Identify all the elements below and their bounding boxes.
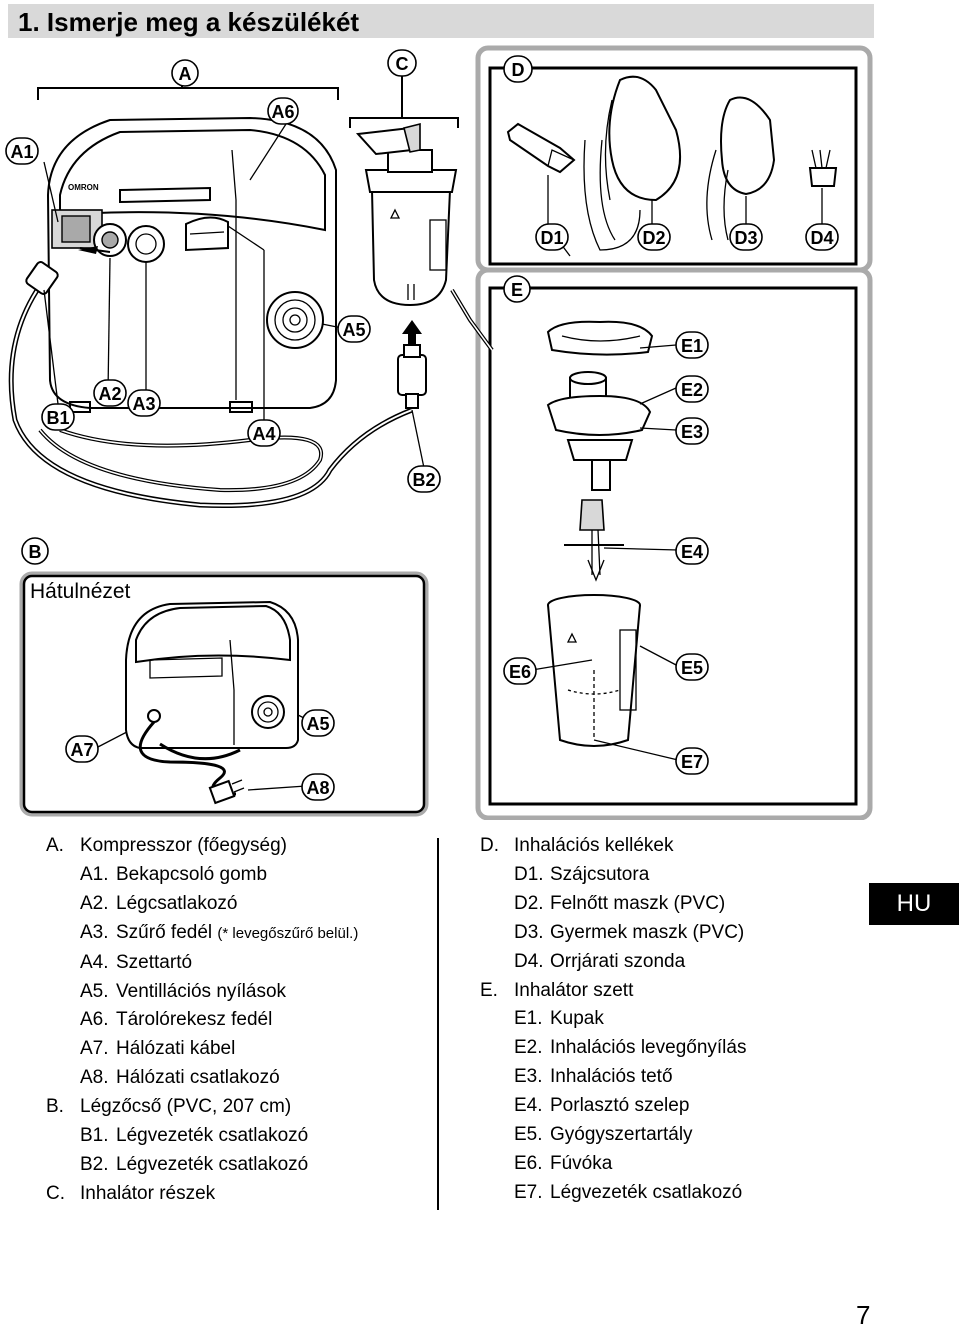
inhaler-assembled: [355, 122, 458, 307]
legend-item: D3.Gyermek maszk (PVC): [514, 921, 745, 943]
callout-a4: A4: [252, 424, 275, 444]
backview-frame-outer: [19, 571, 429, 817]
legend-item: A1.Bekapcsoló gomb: [80, 863, 268, 885]
callout-a7: A7: [70, 740, 93, 760]
legend-item: A6.Tárolórekesz fedél: [80, 1009, 273, 1031]
legend-item: A3.Szűrő fedél (* levegőszűrő belül.): [80, 921, 359, 943]
callout-e2: E2: [681, 380, 703, 400]
device-illustration: .ln { fill:none; stroke:#000; stroke-wid…: [5, 45, 873, 820]
callout-d2: D2: [642, 228, 665, 248]
callout-e3: E3: [681, 422, 703, 442]
legend-item: A4.Szettartó: [80, 951, 193, 973]
callout-a6: A6: [271, 102, 294, 122]
legend-item: A2.Légcsatlakozó: [80, 892, 238, 914]
callout-a5: A5: [342, 320, 365, 340]
callout-c: C: [396, 54, 409, 74]
inhaler-kit-frame: [488, 286, 858, 806]
legend-item: E3.Inhalációs tető: [514, 1066, 673, 1088]
callout-a2: A2: [98, 384, 121, 404]
legend-item: E4.Porlasztó szelep: [514, 1095, 690, 1117]
brand-label: OMRON: [68, 183, 99, 192]
callout-e5: E5: [681, 658, 703, 678]
callout-a3: A3: [132, 394, 155, 414]
legend-item: B.Légzőcső (PVC, 207 cm): [46, 1096, 292, 1118]
inhaler-kit-frame-outer: [475, 267, 873, 820]
bracket-a: [37, 87, 339, 100]
callout-b: B: [29, 542, 42, 562]
air-tube: [8, 261, 427, 509]
callout-e: E: [511, 280, 523, 300]
legend-item: A.Kompresszor (főegység): [46, 835, 287, 856]
callout-e6: E6: [509, 662, 531, 682]
callout-b2: B2: [412, 470, 435, 490]
legend-item: E6.Fúvóka: [514, 1152, 613, 1174]
legend-item: A8.Hálózati csatlakozó: [80, 1067, 280, 1089]
legend-item: E1.Kupak: [514, 1008, 604, 1030]
callout-a1: A1: [10, 142, 33, 162]
backview-label: Hátulnézet: [30, 580, 131, 603]
legend-item: D1.Szájcsutora: [514, 863, 650, 885]
column-divider: [437, 838, 439, 1210]
section-title: 1. Ismerje meg a készülékét: [18, 7, 360, 37]
legend-item: E5.Gyógyszertartály: [514, 1124, 693, 1146]
legend-item: D.Inhalációs kellékek: [480, 835, 674, 856]
page-number: 7: [856, 1300, 871, 1330]
legend-item: C.Inhalátor részek: [46, 1182, 216, 1204]
inhaler-kit-drawings: [546, 239, 654, 747]
callout-d4: D4: [810, 228, 833, 248]
legend-item: E.Inhalátor szett: [480, 979, 634, 1001]
callout-a5-back: A5: [306, 714, 329, 734]
legend-item: D4.Orrjárati szonda: [514, 950, 686, 972]
accessories-drawings: [506, 75, 838, 251]
callout-a: A: [179, 64, 192, 84]
callout-d3: D3: [734, 228, 757, 248]
legend-item: A5.Ventillációs nyílások: [80, 980, 287, 1002]
legend-item: A7.Hálózati kábel: [80, 1038, 236, 1060]
backview-frame: [22, 574, 426, 814]
callout-a8: A8: [306, 778, 329, 798]
callout-d: D: [512, 60, 525, 80]
callout-d1: D1: [540, 228, 563, 248]
legend-item: D2.Felnőtt maszk (PVC): [514, 892, 726, 914]
callouts: A A6 C D A1 D1 D2 D3 D4 E A5 E1 E2 E3 A2…: [5, 49, 839, 801]
compressor-backview: [125, 600, 299, 805]
callout-e4: E4: [681, 542, 703, 562]
legend-item: B2.Légvezeték csatlakozó: [80, 1153, 309, 1175]
callout-e7: E7: [681, 752, 703, 772]
legend-left: A.Kompresszor (főegység) A1.Bekapcsoló g…: [46, 832, 358, 1209]
compressor-main: OMRON: [46, 116, 337, 413]
language-tab: HU: [869, 883, 959, 925]
legend-item: B1.Légvezeték csatlakozó: [80, 1125, 309, 1147]
section-title-bar: 1. Ismerje meg a készülékét: [8, 4, 874, 38]
bracket-c: [349, 117, 459, 128]
callout-e1: E1: [681, 336, 703, 356]
legend-item: E2.Inhalációs levegőnyílás: [514, 1037, 747, 1059]
legend-item: E7.Légvezeték csatlakozó: [514, 1181, 743, 1203]
callout-b1: B1: [46, 408, 69, 428]
legend-note: (* levegőszűrő belül.): [217, 924, 359, 942]
legend-right: D.Inhalációs kellékek D1.Szájcsutora D2.…: [480, 832, 746, 1208]
